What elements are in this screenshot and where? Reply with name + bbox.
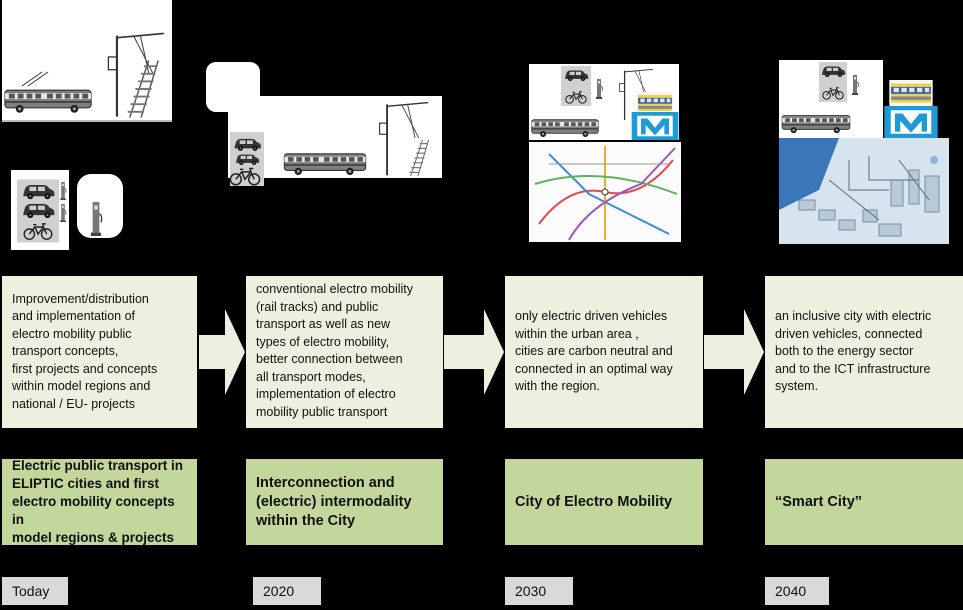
stage-description-today: Improvement/distribution and implementat… — [2, 276, 197, 428]
stage-description-text: only electric driven vehicles within the… — [515, 309, 673, 394]
stage-title-text: City of Electro Mobility — [515, 493, 673, 510]
year-label-2030: 2030 — [505, 577, 573, 605]
stage-title-text: Electric public transport in ELIPTIC cit… — [12, 458, 184, 545]
tram-icon — [636, 92, 674, 114]
year-label-2040: 2040 — [765, 577, 829, 605]
stage-title-text: Interconnection and (electric) intermoda… — [256, 474, 412, 529]
year-label-today: Today — [2, 577, 68, 605]
intermodal-illustration-2020 — [206, 62, 442, 186]
metro-logo-icon — [884, 106, 938, 138]
stage-description-text: conventional electro mobility (rail trac… — [256, 282, 414, 419]
stage-title-2030: City of Electro Mobility — [505, 459, 703, 545]
arrow-right-icon — [199, 309, 245, 395]
trolleybus-illustration-today — [2, 0, 172, 122]
vehicles-illustration-today — [11, 170, 123, 250]
stage-title-text: “Smart City” — [775, 493, 863, 510]
stage-description-text: an inclusive city with electric driven v… — [775, 309, 932, 394]
arrow-right-icon — [444, 309, 504, 395]
year-label-2020: 2020 — [253, 577, 321, 605]
smart-city-illustration-2040 — [779, 60, 949, 244]
metro-logo-icon — [631, 112, 679, 140]
tram-icon — [889, 80, 933, 106]
stage-description-text: Improvement/distribution and implementat… — [12, 291, 158, 411]
stage-description-2020: conventional electro mobility (rail trac… — [246, 276, 443, 428]
electro-city-illustration-2030 — [529, 64, 681, 242]
stage-title-today: Electric public transport in ELIPTIC cit… — [2, 458, 197, 545]
stage-title-2020: Interconnection and (electric) intermoda… — [246, 459, 443, 545]
stage-title-2040: “Smart City” — [765, 459, 963, 545]
stage-description-2030: only electric driven vehicles within the… — [505, 276, 703, 428]
stage-description-2040: an inclusive city with electric driven v… — [765, 276, 963, 428]
arrow-right-icon — [704, 309, 764, 395]
